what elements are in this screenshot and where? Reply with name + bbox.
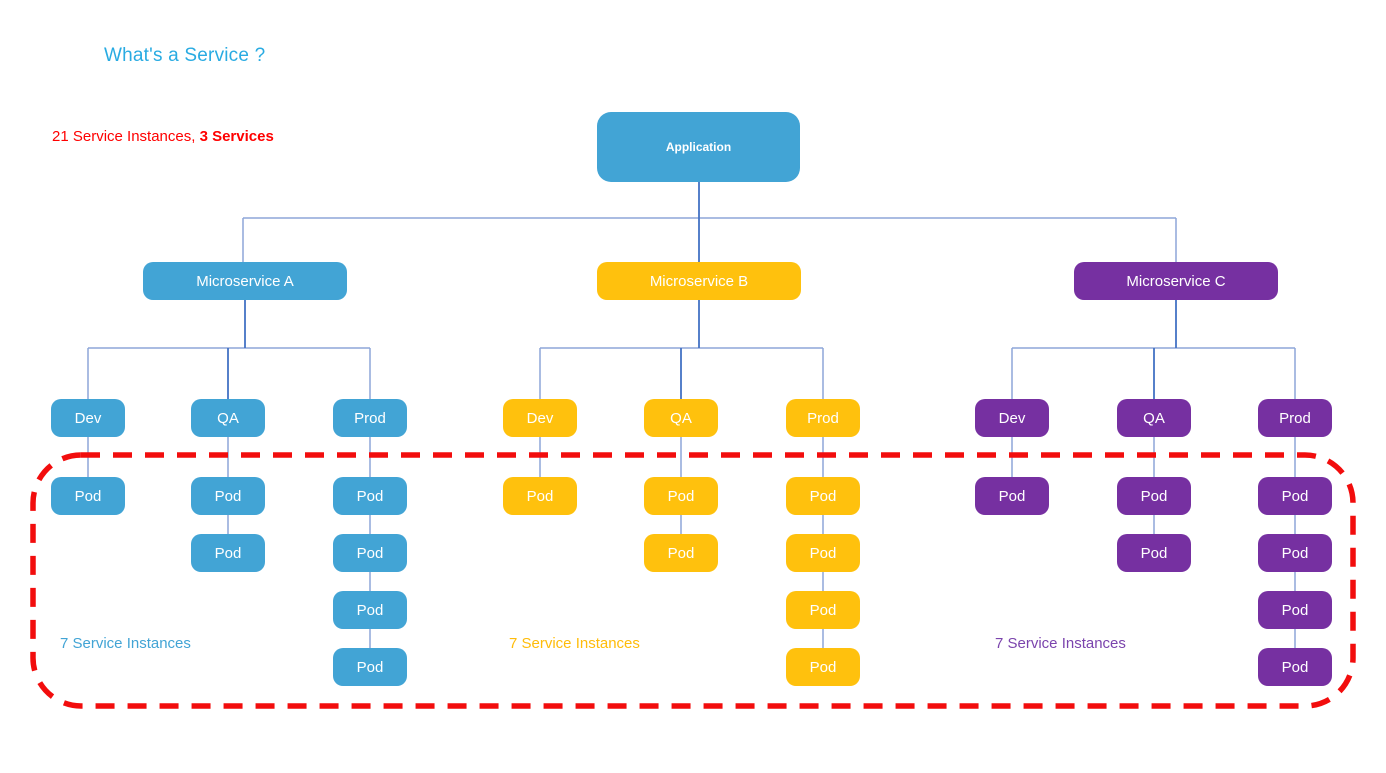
page-title: What's a Service ? xyxy=(104,45,266,66)
node-env-b-prod: Prod xyxy=(786,399,860,437)
node-pod-a-prod-1: Pod xyxy=(333,477,407,515)
summary-text: 21 Service Instances, 3 Services xyxy=(52,128,274,145)
node-pod-c-prod-4: Pod xyxy=(1258,648,1332,686)
node-microservice-b: Microservice B xyxy=(597,262,801,300)
node-pod-b-prod-1: Pod xyxy=(786,477,860,515)
node-env-c-dev: Dev xyxy=(975,399,1049,437)
node-env-b-qa: QA xyxy=(644,399,718,437)
node-pod-c-qa-2: Pod xyxy=(1117,534,1191,572)
node-application: Application xyxy=(597,112,800,182)
instances-label-a: 7 Service Instances xyxy=(60,635,191,652)
node-env-c-prod: Prod xyxy=(1258,399,1332,437)
node-env-a-qa: QA xyxy=(191,399,265,437)
node-pod-b-prod-3: Pod xyxy=(786,591,860,629)
node-pod-a-qa-1: Pod xyxy=(191,477,265,515)
node-pod-a-prod-4: Pod xyxy=(333,648,407,686)
node-pod-a-dev-1: Pod xyxy=(51,477,125,515)
node-pod-c-dev-1: Pod xyxy=(975,477,1049,515)
node-microservice-a: Microservice A xyxy=(143,262,347,300)
node-pod-c-prod-2: Pod xyxy=(1258,534,1332,572)
summary-services-text: 3 Services xyxy=(199,128,274,145)
node-pod-b-prod-2: Pod xyxy=(786,534,860,572)
node-pod-a-prod-2: Pod xyxy=(333,534,407,572)
node-pod-b-prod-4: Pod xyxy=(786,648,860,686)
summary-instances-text: 21 Service Instances, xyxy=(52,128,200,145)
center-connectors xyxy=(227,182,1177,399)
node-pod-c-prod-3: Pod xyxy=(1258,591,1332,629)
node-pod-b-qa-2: Pod xyxy=(644,534,718,572)
node-env-a-dev: Dev xyxy=(51,399,125,437)
node-env-c-qa: QA xyxy=(1117,399,1191,437)
node-microservice-c: Microservice C xyxy=(1074,262,1278,300)
node-pod-c-qa-1: Pod xyxy=(1117,477,1191,515)
node-pod-b-qa-1: Pod xyxy=(644,477,718,515)
node-env-a-prod: Prod xyxy=(333,399,407,437)
node-pod-a-qa-2: Pod xyxy=(191,534,265,572)
node-pod-c-prod-1: Pod xyxy=(1258,477,1332,515)
node-env-b-dev: Dev xyxy=(503,399,577,437)
instances-label-c: 7 Service Instances xyxy=(995,635,1126,652)
node-pod-b-dev-1: Pod xyxy=(503,477,577,515)
red-dashed-boundary xyxy=(30,452,1356,709)
node-pod-a-prod-3: Pod xyxy=(333,591,407,629)
instances-label-b: 7 Service Instances xyxy=(509,635,640,652)
